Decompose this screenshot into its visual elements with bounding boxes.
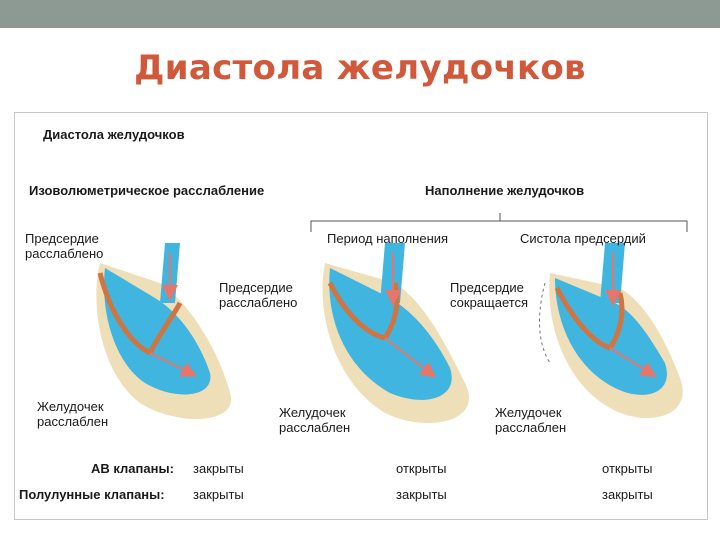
subphase-label-filling-period: Период наполнения (327, 231, 449, 246)
phase-bracket (310, 213, 688, 232)
atrium-label-1: Предсердие расслаблено (25, 231, 104, 261)
ventricle-label-1: Желудочек расслаблен (37, 399, 109, 429)
phase-label-isovolumetric: Изоволюметрическое расслабление (29, 183, 265, 198)
semilunar-valves-state-1: закрыты (193, 487, 244, 502)
heart-illustrations (96, 213, 688, 423)
subphase-label-atrial-systole: Систола предсердий (520, 231, 646, 246)
slide-title: Диастола желудочков (134, 48, 586, 88)
heart-2 (322, 243, 469, 423)
av-valves-label: АВ клапаны: (91, 461, 174, 476)
heart-1 (96, 243, 232, 420)
diagram-figure: Диастола желудочков Изоволюметрическое р… (14, 112, 708, 520)
av-valves-state-2: открыты (396, 461, 447, 476)
atrium-label-2: Предсердие расслаблено (219, 280, 298, 310)
phase-label-filling: Наполнение желудочков (425, 183, 585, 198)
semilunar-valves-state-3: закрыты (602, 487, 653, 502)
heart-3 (539, 243, 683, 418)
atrium-label-3: Предсердие сокращается (450, 280, 529, 310)
semilunar-valves-state-2: закрыты (396, 487, 447, 502)
top-bar (0, 0, 720, 28)
av-valves-state-1: закрыты (193, 461, 244, 476)
ventricle-label-2: Желудочек расслаблен (279, 405, 351, 435)
semilunar-valves-label: Полулунные клапаны: (19, 487, 165, 502)
av-valves-state-3: открыты (602, 461, 653, 476)
ventricle-label-3: Желудочек расслаблен (495, 405, 567, 435)
figure-heading: Диастола желудочков (43, 127, 185, 142)
